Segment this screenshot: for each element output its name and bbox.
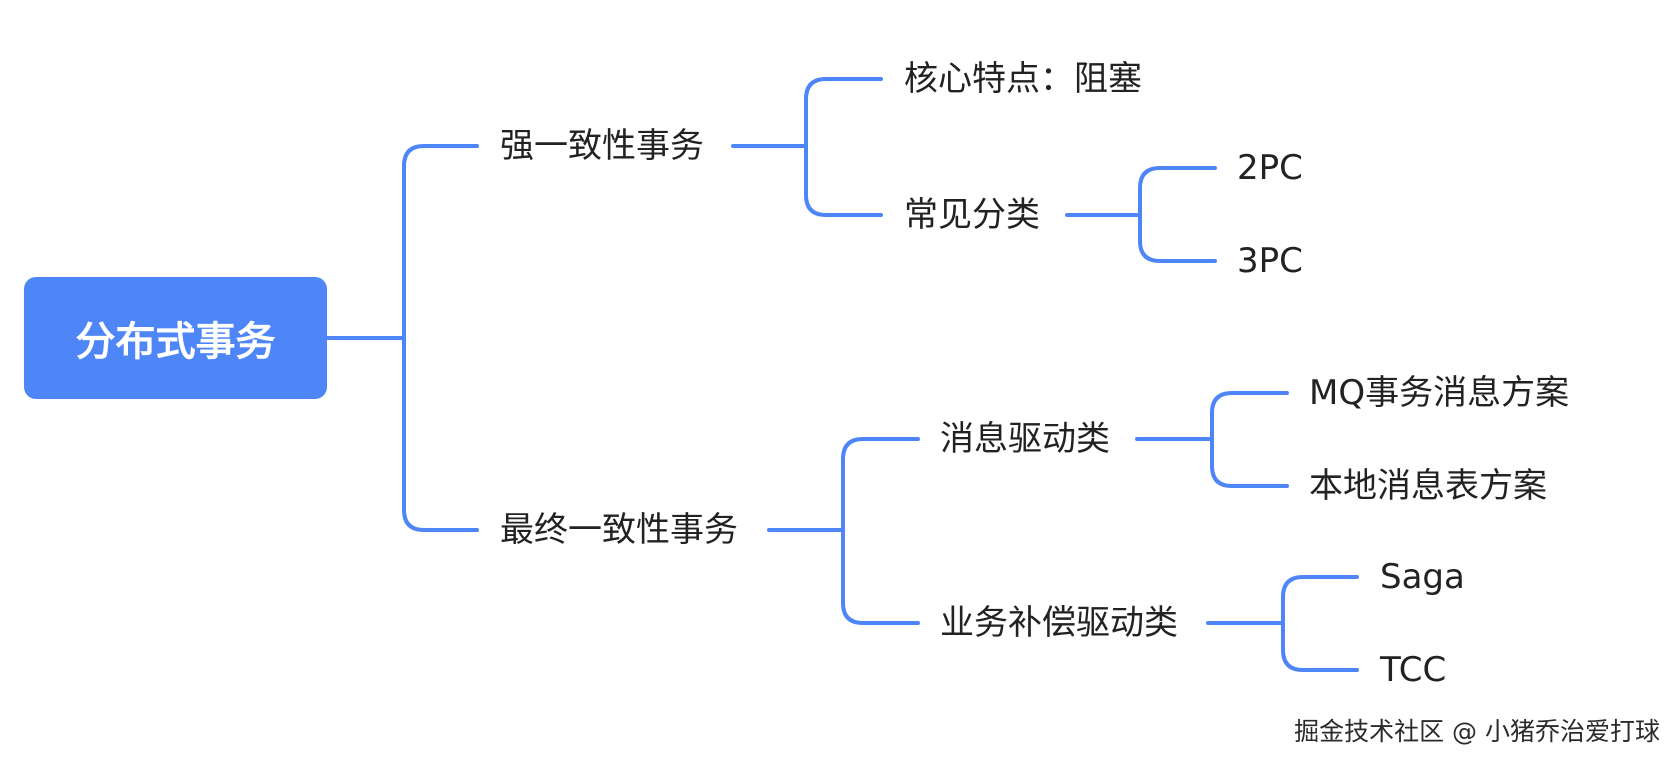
node-message-driven: 消息驱动类 [940,419,1110,459]
connector-root-to-eventual [402,336,479,532]
node-strong-consistency: 强一致性事务 [500,126,704,166]
connector-compensation-to-tcc [1281,621,1359,672]
node-3pc: 3PC [1237,241,1303,281]
node-eventual-consistency: 最终一致性事务 [500,510,738,550]
connector-message-to-local [1210,437,1289,488]
connector-strong-to-core [804,77,883,148]
node-saga: Saga [1380,557,1465,597]
connector-eventual-to-message [841,437,920,532]
node-mq-transaction: MQ事务消息方案 [1309,373,1570,413]
node-2pc: 2PC [1237,148,1303,188]
node-tcc: TCC [1380,650,1447,690]
connector-common-to-3pc [1138,213,1217,263]
connector-root-to-strong [402,144,479,340]
root-node-label: 分布式事务 [75,319,276,365]
node-common-categories: 常见分类 [904,195,1040,235]
node-compensation-driven: 业务补偿驱动类 [940,603,1178,643]
connector-strong-to-common [804,144,883,217]
node-core-feature: 核心特点：阻塞 [904,59,1142,99]
watermark-text: 掘金技术社区 @ 小猪乔治爱打球 [1294,717,1660,746]
connector-common-to-2pc [1138,166,1217,217]
connector-message-to-mq [1210,391,1289,441]
connector-compensation-to-saga [1281,575,1359,625]
node-local-message-table: 本地消息表方案 [1309,466,1547,506]
connector-eventual-to-compensation [841,528,920,625]
root-node: 分布式事务 [24,277,327,399]
